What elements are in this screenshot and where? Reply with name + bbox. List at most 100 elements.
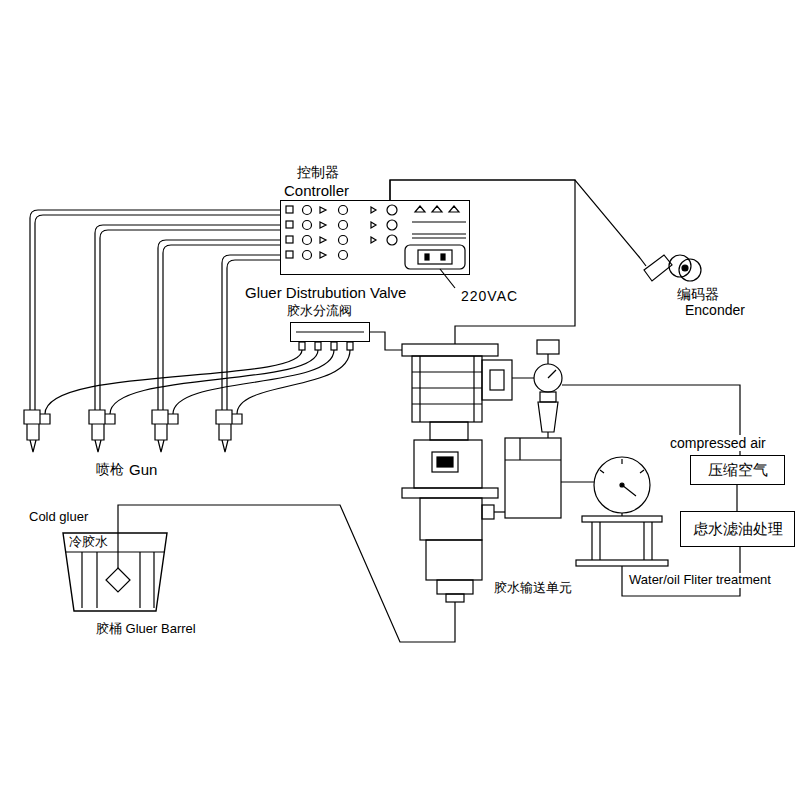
heading-label: Controller [283,182,350,199]
glue-tube [237,350,350,414]
connector-line [390,180,640,258]
regulator [547,354,548,364]
valve-outlet [347,342,353,350]
regulator [537,340,559,354]
air-valve [505,438,561,518]
part-label: Enconder [684,302,746,318]
pump-plate [402,344,498,356]
distribution-valve: Gluer Distrubution Valve胶水分流阀 [290,322,370,342]
barrel-contents [66,532,164,608]
strainer-symbol [106,568,130,592]
connector-line [370,332,398,350]
compressed-air-box: compressed air压缩空气 [690,455,785,485]
encoder-wheel [679,259,701,281]
pump-window [432,452,458,472]
indicator [286,221,293,228]
air-pipe [561,482,622,516]
knob [303,236,312,245]
socket-pin [441,254,445,260]
heading-label: 胶水分流阀 [286,304,353,319]
knob [303,251,312,260]
glue-tube [45,350,302,414]
knob [339,251,348,260]
power-socket [418,250,452,264]
knob [339,221,348,230]
glue-delivery-unit: 胶水输送单元 [398,338,668,602]
glue-gun [89,410,115,452]
indicator [286,236,293,243]
part-label: Gun [128,461,158,478]
indicator [286,206,293,213]
valve-outlet [331,342,337,350]
heading-label: 控制器 [296,164,340,180]
icon [371,207,376,243]
leader-line [440,269,455,288]
pump-lower [420,498,482,540]
pump-valve [482,360,512,400]
box-label: 压缩空气 [707,461,769,478]
pump-valve [490,370,504,390]
glue-tubes [45,332,364,414]
socket-pin [425,254,429,260]
suction-pipe [117,532,118,568]
display-strip [412,222,466,238]
connector-line [390,180,575,338]
power-socket [405,245,465,269]
glue-barrel: Cold gluer冷胶水胶桶 Gluer Barrel [62,532,168,612]
air-pipe [512,378,668,385]
signal-wire [30,210,280,410]
heading-label: Cold gluer [28,510,89,525]
controller-box: 控制器Controller [280,200,470,275]
pump-drawing [398,338,668,602]
heading-label: Gluer Distrubution Valve [244,284,407,301]
connector-line [736,485,737,511]
valve-line [296,331,364,332]
gauge-needle [548,370,556,378]
pump-port [482,505,494,519]
indicator [286,251,293,258]
encoder-hub [682,265,688,271]
encoder-symbol [640,255,701,281]
control-wires [30,210,280,410]
box-label: 虑水滤油处理 [692,520,784,537]
regulator [540,392,556,402]
knob [387,235,397,245]
glue-tube [173,350,334,414]
heading-label: compressed air [669,435,767,451]
connector-line [668,547,740,596]
icon [320,207,326,258]
gauge-stand [576,560,668,566]
air-valve [505,438,561,460]
pump-window [437,457,453,467]
valve-outlet [299,342,305,350]
barrel-outline [63,533,167,611]
gauge-stand [592,522,652,560]
part-label: 胶水输送单元 [493,581,573,596]
glue-gun [152,410,178,452]
regulator-gauge [534,364,562,392]
air-pipe [547,432,548,438]
pump-neck [430,422,468,440]
knob [339,206,348,215]
gauge-stand [582,516,662,522]
glue-level [66,551,164,552]
knob [387,205,397,215]
controller-panel [286,205,466,288]
pressure-gauge [594,457,650,513]
icon [415,206,459,212]
glue-gun [216,410,242,452]
filter-bowl [538,402,558,432]
part-label: Water/oil Fliter treatment [628,573,772,588]
glue-gun [24,410,50,452]
encoder-body [644,255,672,281]
signal-wire [222,255,280,410]
pump-cylinder [412,356,482,422]
part-label: 喷枪 [95,461,125,477]
pump-tube [437,580,473,594]
knob [303,221,312,230]
part-label: 胶桶 Gluer Barrel [95,622,197,637]
knob [339,236,348,245]
voltage-label: 220VAC [460,288,519,304]
